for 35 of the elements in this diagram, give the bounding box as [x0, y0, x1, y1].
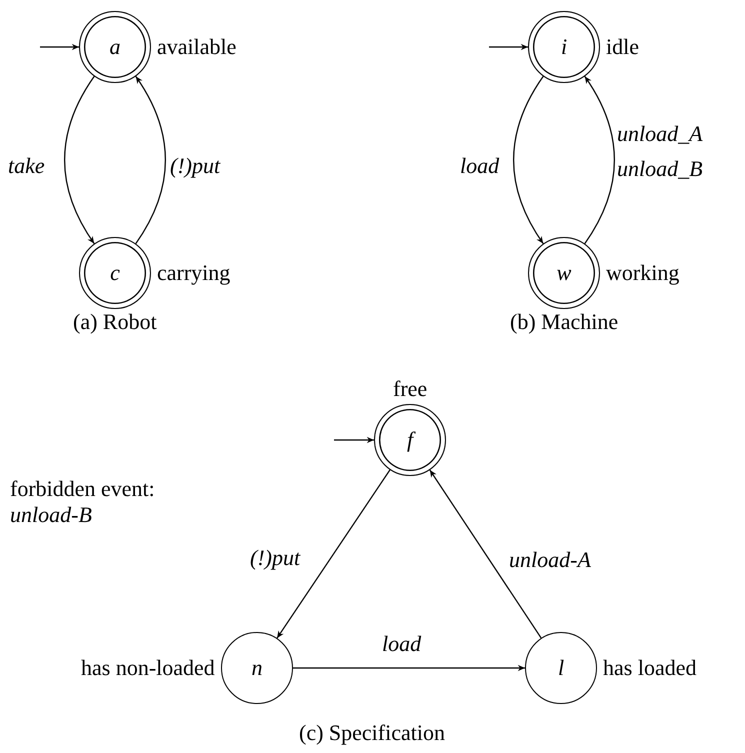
subfigure-caption: (b) Machine — [510, 309, 618, 336]
initial-arrow — [40, 44, 79, 50]
state-name: a — [110, 34, 120, 60]
edge-label: unload-A — [509, 546, 591, 574]
transition-arrow — [64, 76, 95, 244]
state-name: c — [110, 260, 120, 286]
edge-label: (!)put — [170, 152, 220, 180]
edge-label: load — [382, 630, 422, 658]
subfigure-caption: (c) Specification — [299, 720, 445, 746]
transition-arrow — [276, 470, 390, 638]
edge-label: (!)put — [250, 544, 300, 572]
state-label: has non-loaded — [81, 655, 215, 682]
state-name: n — [252, 655, 262, 681]
state-name: i — [560, 34, 568, 60]
transition-arrow — [429, 470, 542, 638]
subfigure-caption: (a) Robot — [73, 309, 157, 336]
state-label: has loaded — [603, 655, 696, 682]
state-name: f — [406, 427, 414, 453]
initial-arrow — [489, 44, 528, 50]
state-label: idle — [606, 34, 639, 60]
state-name: l — [558, 655, 564, 681]
note-text: forbidden event: unload-B — [10, 476, 156, 529]
edge-label: unload_A unload_B — [617, 120, 704, 184]
initial-arrow — [334, 436, 374, 444]
state-label: working — [606, 260, 680, 286]
transition-arrow — [135, 76, 166, 244]
edge-label: take — [8, 152, 45, 180]
state-label: free — [393, 376, 428, 402]
transition-arrow — [584, 76, 615, 244]
state-label: carrying — [157, 260, 230, 286]
transition-arrow — [513, 76, 544, 244]
state-name: w — [556, 260, 572, 286]
state-label: available — [157, 34, 236, 60]
transition-arrow — [293, 664, 525, 672]
edge-label: load — [460, 152, 500, 180]
